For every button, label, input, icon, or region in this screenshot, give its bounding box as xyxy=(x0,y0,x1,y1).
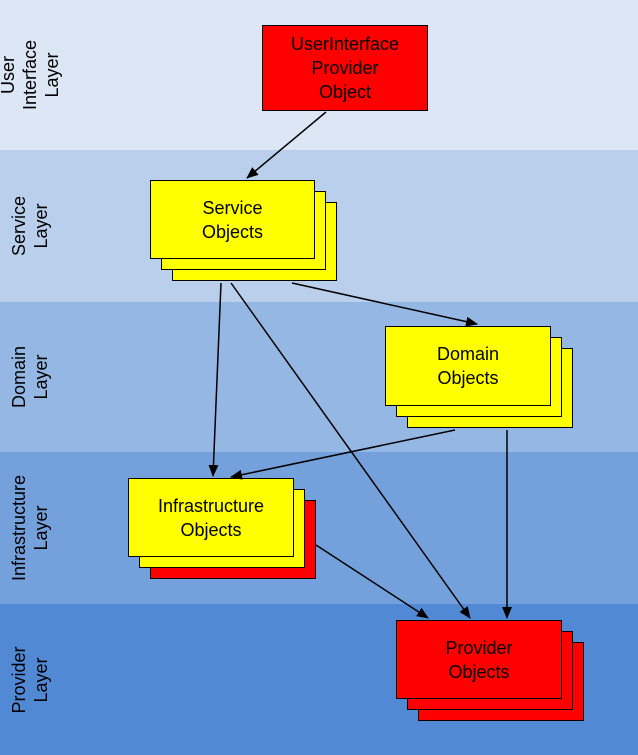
service-objects-label: Service Objects xyxy=(201,197,264,242)
provider-objects-label: Provider Objects xyxy=(445,637,513,682)
arrow-service-to-infrastructure xyxy=(208,282,222,477)
ui-provider-object-label: UserInterface Provider Object xyxy=(290,34,400,102)
layer-band-infrastructure xyxy=(0,452,638,604)
infrastructure-objects-box xyxy=(128,478,294,557)
ui-provider-object-box xyxy=(262,25,428,111)
arrow-service-to-provider xyxy=(230,282,471,619)
arrow-ui-to-service xyxy=(246,111,327,179)
domain-objects-box xyxy=(385,326,551,406)
arrow-service-to-domain xyxy=(291,282,478,327)
provider-objects-box xyxy=(396,620,562,699)
infrastructure-objects-label: Infrastructure Objects xyxy=(157,495,265,540)
arrow-infrastructure-to-provider xyxy=(315,544,429,619)
arrow-domain-to-infrastructure xyxy=(230,429,456,480)
domain-objects-label: Domain Objects xyxy=(436,344,500,388)
service-objects-box xyxy=(150,180,315,259)
